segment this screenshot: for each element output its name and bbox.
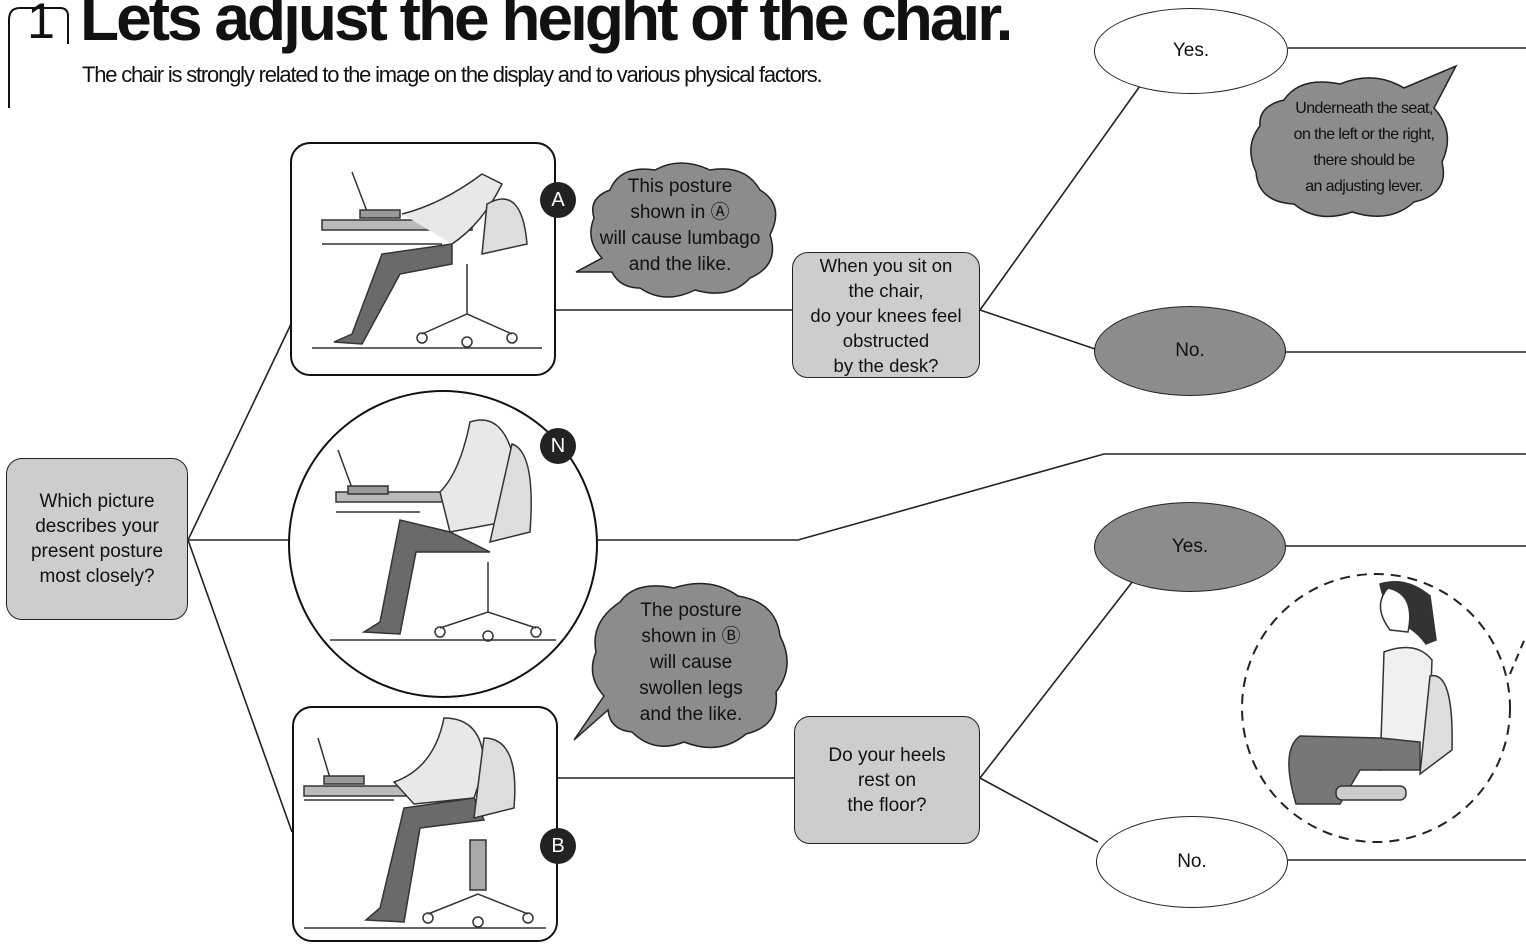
badge-a: A [540,182,576,218]
header-rule [8,58,10,108]
badge-n: N [540,428,576,464]
answer-yes-bottom: Yes. [1094,502,1286,592]
speech-cloud-a-text: This posture shown in Ⓐ will cause lumba… [599,176,761,275]
connector-start-b [187,539,293,833]
answer-yes-top: Yes. [1094,8,1288,94]
connector-n-out [598,453,1526,541]
speech-cloud-a [575,162,777,298]
speech-cloud-b-text: The posture shown in Ⓑ will cause swolle… [639,600,743,725]
answer-no-bottom: No. [1096,816,1288,908]
question-heels-box: Do your heels rest on the floor? [794,716,980,844]
slouching-figure-illustration [312,171,542,349]
speech-cloud-b [573,582,788,749]
connector-start-a [187,321,293,541]
posture-n-illustration [288,390,598,698]
question-knees-box: When you sit on the chair, do your knees… [792,252,980,378]
speech-cloud-lever [1250,64,1458,218]
badge-b: B [540,828,576,864]
high-seat-figure-illustration [303,717,546,929]
speech-cloud-lever-text: Underneath the seat, on the left or the … [1293,100,1435,195]
page-subtitle: The chair is strongly related to the ima… [82,62,823,87]
question-start-box: Which picture describes your present pos… [6,458,188,620]
step-tab: 1 [0,0,70,58]
dashed-circle-figure [1241,573,1526,843]
answer-no-top: No. [1094,306,1286,396]
upright-figure-illustration [330,419,556,642]
page-title: Lets adjust the height of the chair. [80,0,1013,54]
step-number: 1 [27,0,55,49]
connector-knees-yes [979,85,1141,311]
connector-knees-no [979,309,1099,351]
connector-heels-yes [979,571,1141,779]
connector-heels-no [979,777,1099,843]
posture-a-illustration [290,142,556,376]
step-tab-outline [8,7,69,58]
posture-b-illustration [292,706,558,942]
